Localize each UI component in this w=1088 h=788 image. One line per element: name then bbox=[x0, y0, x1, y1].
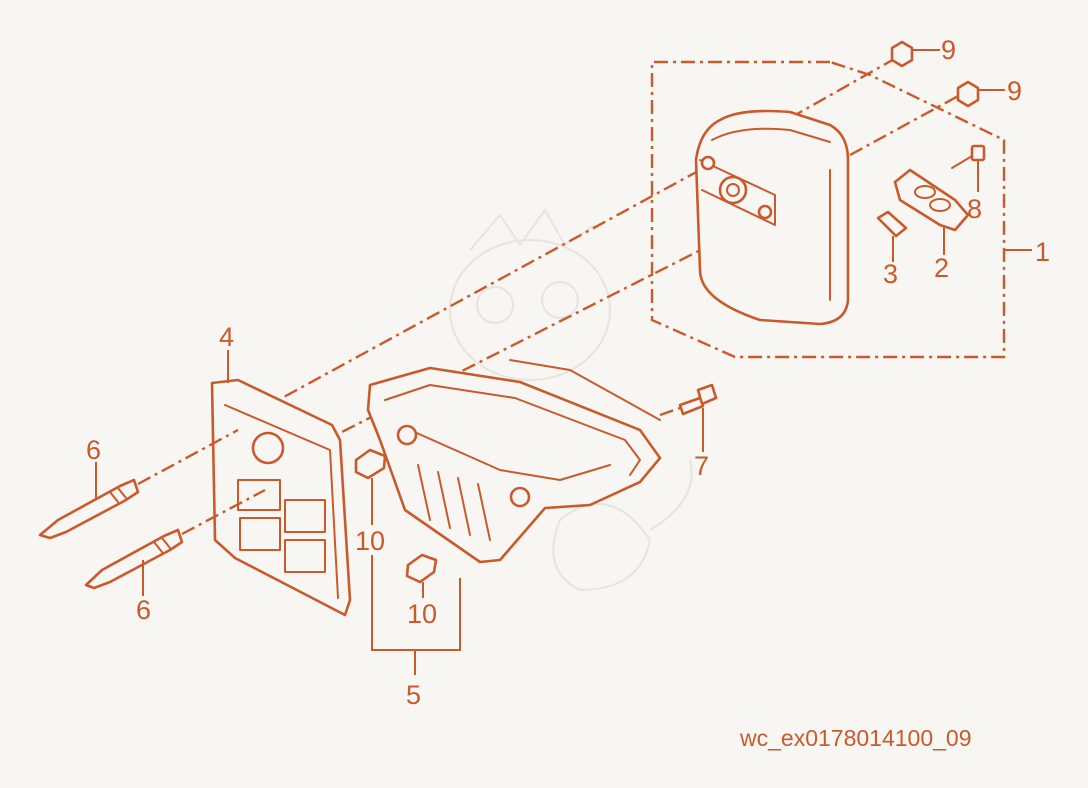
muffler-guard-plate bbox=[210, 350, 352, 617]
callout-1: 1 bbox=[1035, 237, 1050, 267]
callout-8: 8 bbox=[967, 194, 982, 224]
collar-upper bbox=[354, 448, 387, 525]
leader-7 bbox=[659, 406, 681, 417]
callout-9-upper: 9 bbox=[941, 35, 956, 65]
nut-lower bbox=[956, 80, 980, 108]
gasket bbox=[876, 210, 908, 262]
leader-bolt-upper bbox=[281, 168, 701, 400]
collar-lower bbox=[405, 553, 438, 598]
callout-2: 2 bbox=[934, 253, 949, 283]
callout-6-lower: 6 bbox=[136, 595, 151, 625]
callout-4: 4 bbox=[219, 322, 234, 352]
callout-6-upper: 6 bbox=[86, 435, 101, 465]
leader-9b bbox=[849, 93, 961, 157]
drawing-code: wc_ex0178014100_09 bbox=[739, 725, 971, 751]
spark-arrester-plate bbox=[893, 168, 970, 255]
screw bbox=[951, 144, 986, 192]
assembly-bracket-1 bbox=[650, 60, 1006, 359]
stud-bolt-upper bbox=[38, 428, 239, 540]
callout-5: 5 bbox=[406, 680, 421, 710]
leader-9a bbox=[789, 56, 897, 120]
nut-upper bbox=[890, 40, 914, 68]
callout-9-lower: 9 bbox=[1007, 76, 1022, 106]
stud-bolt-lower bbox=[84, 488, 266, 596]
callout-10-upper: 10 bbox=[355, 526, 385, 556]
callout-10-lower: 10 bbox=[407, 599, 437, 629]
watermark bbox=[449, 208, 693, 592]
callout-7: 7 bbox=[694, 451, 709, 481]
callout-3: 3 bbox=[883, 259, 898, 289]
flange-bolt bbox=[678, 383, 718, 452]
muffler bbox=[694, 109, 850, 326]
muffler-protector bbox=[366, 359, 662, 564]
